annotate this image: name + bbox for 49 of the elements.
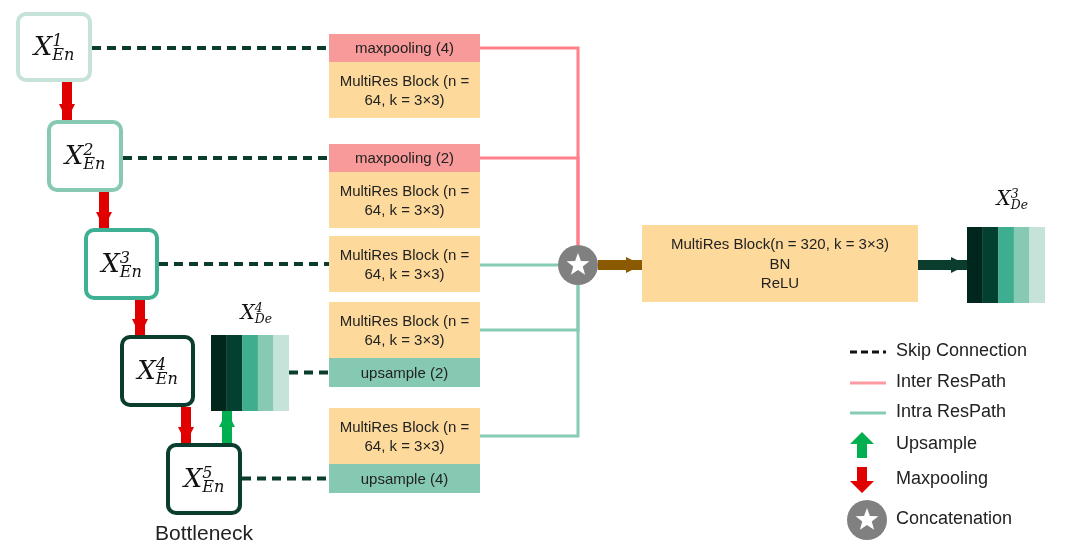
legend-label: Concatenation <box>896 508 1013 529</box>
skip-connection-line <box>123 156 329 160</box>
legend-label: Intra ResPath <box>896 401 1007 422</box>
process-box <box>329 172 480 228</box>
arrow <box>219 411 235 443</box>
arrow <box>96 192 112 228</box>
block-label: MultiRes Block (n = 64, k = 3×3) <box>338 310 471 350</box>
block-label: BN <box>769 253 791 274</box>
process-box <box>329 358 480 387</box>
block-label: MultiRes Block (n = 64, k = 3×3) <box>338 416 471 456</box>
feature-map-box <box>16 12 92 82</box>
feature-map-box <box>84 228 159 300</box>
arrow <box>59 82 75 120</box>
skip-connection-line <box>159 262 329 266</box>
arrow <box>918 257 967 273</box>
block-label: maxpooling (2) <box>354 148 455 168</box>
feature-map-box <box>120 335 195 407</box>
respath-line <box>480 156 580 245</box>
respath-line <box>480 263 558 267</box>
arrow <box>132 300 148 335</box>
legend-label: Inter ResPath <box>896 371 1007 392</box>
block-label: maxpooling (4) <box>354 38 455 58</box>
skip-connection-line <box>92 46 329 50</box>
process-box <box>329 464 480 493</box>
block-label: MultiRes Block (n = 64, k = 3×3) <box>338 70 471 110</box>
legend-label: Maxpooling <box>896 468 989 489</box>
skip-connection-line <box>289 370 329 375</box>
process-box <box>329 408 480 464</box>
process-box <box>329 144 480 172</box>
block-label: upsample (4) <box>360 468 449 489</box>
feature-map-box <box>166 443 242 515</box>
arrow <box>178 407 194 443</box>
process-box <box>329 236 480 292</box>
legend-label: Upsample <box>896 433 978 454</box>
feature-map-box <box>47 120 123 192</box>
block-label: MultiRes Block (n = 64, k = 3×3) <box>338 244 471 284</box>
node-label: Bottleneck <box>154 521 254 545</box>
block-label: ReLU <box>760 273 800 293</box>
arrow <box>598 257 642 273</box>
respath-line <box>480 285 580 438</box>
block-label: MultiRes Block(n = 320, k = 3×3) <box>671 234 889 254</box>
legend-label: Skip Connection <box>896 340 1028 361</box>
process-box <box>329 62 480 118</box>
skip-connection-line <box>242 476 329 481</box>
process-box <box>329 302 480 358</box>
block-label: MultiRes Block (n = 64, k = 3×3) <box>338 180 471 220</box>
block-label: upsample (2) <box>360 362 449 383</box>
process-box <box>642 225 918 302</box>
process-box <box>329 34 480 62</box>
